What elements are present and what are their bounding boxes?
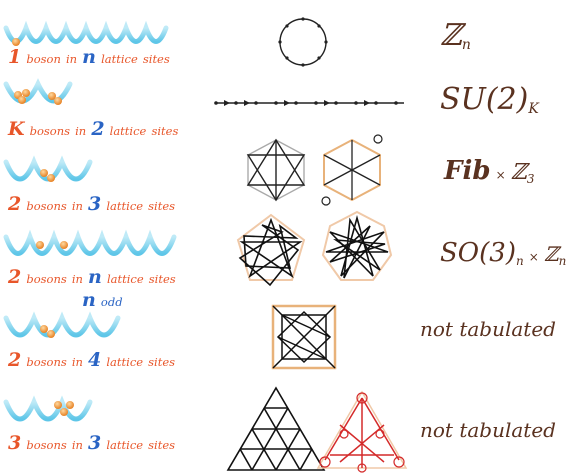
potential-wells-row-6 <box>6 401 90 419</box>
row-label-5: 2 bosons in 4 lattice sites <box>8 349 175 371</box>
square-graph <box>273 306 335 368</box>
hexagon-graph-left <box>248 140 304 200</box>
potential-wells-row-1 <box>6 28 166 46</box>
row-label-2: K bosons in 2 lattice sites <box>8 118 178 140</box>
hexagon-graph-right <box>322 135 382 205</box>
row-label-3: 2 bosons in 3 lattice sites <box>8 193 175 215</box>
group-label-not-tabulated-1: not tabulated <box>420 317 556 341</box>
chain-graph <box>214 100 404 106</box>
ring-graph <box>278 17 327 66</box>
row-label-1: 1 boson in n lattice sites <box>8 46 170 68</box>
potential-wells-row-4 <box>6 237 174 254</box>
row-label-4: 2 bosons in n lattice sites <box>8 266 176 288</box>
potential-wells-row-5 <box>6 318 118 338</box>
group-label-zn: ℤn <box>440 18 471 53</box>
row-label-4-extra: n odd <box>82 289 123 311</box>
boson-particle <box>12 38 20 46</box>
row-label-6: 3 bosons in 3 lattice sites <box>8 432 175 454</box>
group-label-fib-z3: Fib × ℤ3 <box>444 156 534 186</box>
group-label-so3n-zn: SO(3)n × ℤn <box>440 238 566 268</box>
heptagon-star-graph-right <box>323 212 391 280</box>
potential-wells-row-3 <box>6 162 90 182</box>
potential-wells-row-2 <box>6 84 70 105</box>
pentagon-star-graph-left <box>238 215 304 285</box>
red-triangle-graph <box>318 392 406 472</box>
group-label-su2k: SU(2)K <box>440 82 539 117</box>
triangle-lattice-graph <box>228 388 324 470</box>
group-label-not-tabulated-2: not tabulated <box>420 418 556 442</box>
